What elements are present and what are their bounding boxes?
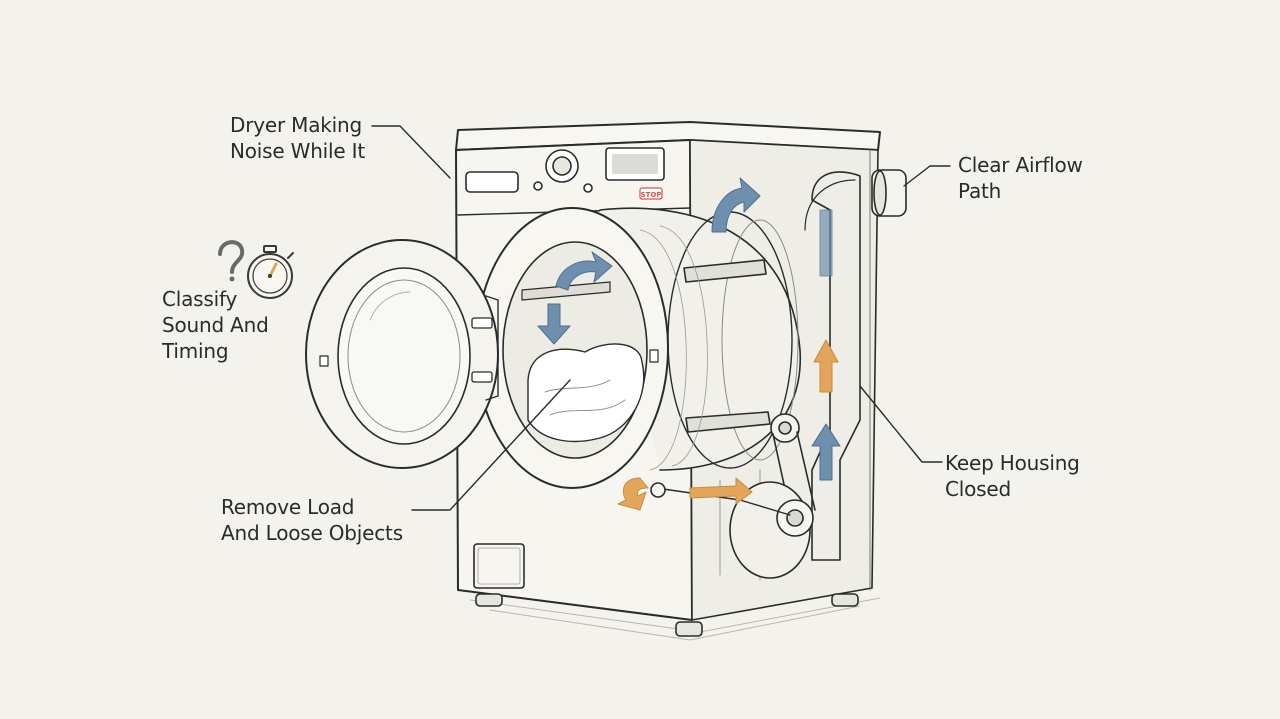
airflow-arrow-opening xyxy=(555,251,613,291)
airflow-arrow-top xyxy=(711,177,761,233)
foot-right xyxy=(831,593,859,607)
label-housing-line1: Keep Housing xyxy=(945,451,1080,475)
label-keep-housing: Keep Housing Closed xyxy=(945,450,1080,502)
label-remove-load: Remove Load And Loose Objects xyxy=(221,494,403,546)
drum-baffle-bottom xyxy=(685,411,771,433)
label-dryer-noise: Dryer Making Noise While It xyxy=(230,112,365,164)
motor-belt-assembly xyxy=(650,413,816,579)
foot-left xyxy=(475,593,503,607)
question-mark-icon xyxy=(218,240,245,282)
label-airflow-line1: Clear Airflow xyxy=(958,153,1083,177)
label-dryer-noise-line2: Noise While It xyxy=(230,139,366,163)
airflow-arrow-down xyxy=(537,303,571,345)
heat-arrows xyxy=(617,339,839,511)
stopwatch-icon xyxy=(247,245,294,299)
heat-arrow-right xyxy=(689,477,753,505)
filter-cover xyxy=(473,543,525,589)
label-classify-line2: Sound And xyxy=(162,313,269,337)
label-airflow-line2: Path xyxy=(958,179,1002,203)
leader-housing xyxy=(859,385,943,463)
stop-button xyxy=(639,187,663,200)
opening-baffle xyxy=(521,281,611,301)
detergent-drawer xyxy=(465,171,519,193)
control-panel xyxy=(465,147,665,200)
airflow-arrow-duct-down xyxy=(819,209,833,277)
label-remove-line2: And Loose Objects xyxy=(221,521,403,545)
leader-remove xyxy=(411,379,571,511)
door-latch xyxy=(319,355,329,367)
door-hinge-top xyxy=(471,317,493,329)
airflow-arrows xyxy=(537,177,841,481)
door-opening xyxy=(475,207,669,489)
drum-baffle-top xyxy=(683,259,767,283)
door-hinge-bottom xyxy=(471,371,493,383)
leader-noise xyxy=(371,125,451,179)
label-dryer-noise-line1: Dryer Making xyxy=(230,113,362,137)
dryer-door xyxy=(305,239,499,469)
stop-button-label: STOP xyxy=(641,191,662,199)
button-left xyxy=(533,181,543,191)
label-clear-airflow: Clear Airflow Path xyxy=(958,152,1083,204)
heat-arrow-up xyxy=(813,339,839,393)
leader-airflow xyxy=(903,165,951,187)
button-right xyxy=(583,183,593,193)
label-remove-line1: Remove Load xyxy=(221,495,355,519)
airflow-arrow-duct-up xyxy=(811,423,841,481)
label-housing-line2: Closed xyxy=(945,477,1011,501)
label-classify-sound: Classify Sound And Timing xyxy=(162,286,269,364)
foot-center xyxy=(675,621,703,637)
label-classify-line3: Timing xyxy=(162,339,229,363)
heat-arrow-left xyxy=(617,477,649,511)
label-classify-line1: Classify xyxy=(162,287,238,311)
dryer-base xyxy=(473,543,859,637)
laundry-load xyxy=(527,343,645,443)
leader-lines xyxy=(371,125,951,511)
